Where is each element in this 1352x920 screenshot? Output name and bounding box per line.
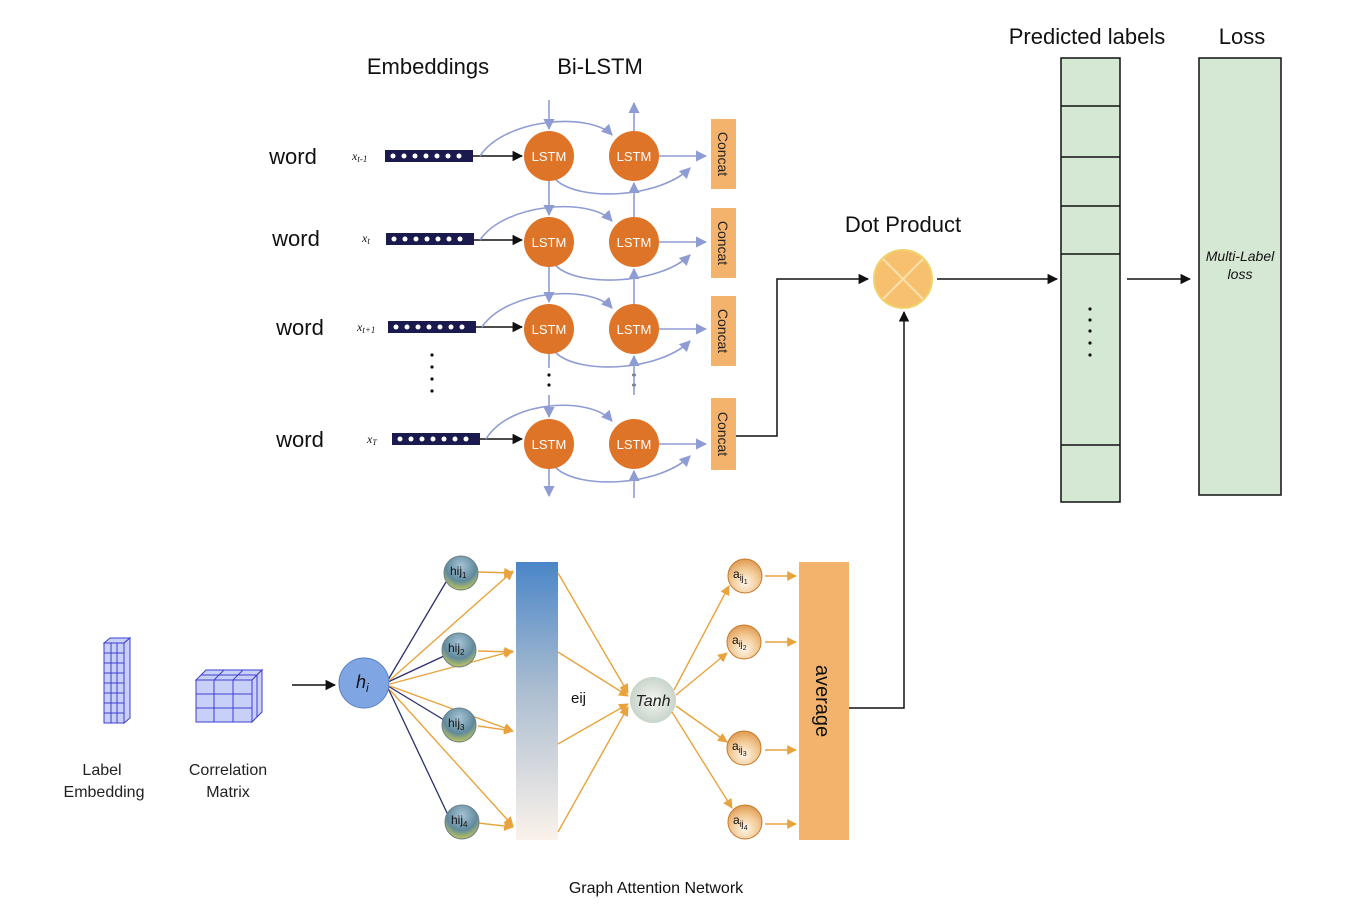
a-node-1: aij1: [727, 558, 763, 594]
bilstm-row-4: word xT LSTM LSTM Concat: [275, 398, 736, 470]
lstm-backward: [609, 304, 659, 354]
lstm-label: LSTM: [617, 149, 652, 164]
bilstm-row-3: word xt+1 LSTM LSTM Concat: [275, 296, 736, 366]
ellipsis-dots: [430, 353, 636, 393]
correlation-matrix-caption-1: Correlation: [189, 762, 267, 779]
dot-product-node: [873, 249, 933, 309]
dot-product-label: Dot Product: [845, 212, 961, 237]
concat-box: [711, 296, 736, 366]
hij-node-1: hij1: [443, 555, 479, 591]
svg-text:hij4: hij4: [451, 813, 468, 829]
tanh-label: Tanh: [636, 693, 671, 710]
embedding-vector: [386, 233, 474, 245]
lstm-label: LSTM: [532, 437, 567, 452]
label-embedding-caption-2: Embedding: [64, 784, 145, 801]
predicted-labels-header: Predicted labels: [1009, 24, 1166, 49]
bilstm-row-1: word xt-1 LSTM LSTM Concat: [268, 119, 736, 189]
svg-text:aij4: aij4: [733, 813, 748, 832]
correlation-matrix-caption-2: Matrix: [206, 784, 250, 801]
hij-node-3: hij3: [441, 707, 477, 743]
a-node-2: aij2: [726, 624, 762, 660]
concat-box: [711, 119, 736, 189]
concat-label: Concat: [715, 132, 731, 176]
lstm-connections: [479, 100, 708, 498]
label-embedding-caption-1: Label: [82, 762, 121, 779]
eij-label: eij: [571, 690, 586, 707]
x-label: xt+1: [356, 320, 375, 335]
loss-box: Multi-Label loss: [1198, 57, 1282, 496]
hij-node-2: hij2: [441, 632, 477, 668]
svg-text:hij3: hij3: [448, 716, 465, 732]
bar-to-tanh-arrows: [557, 572, 629, 833]
predicted-labels-column: [1060, 57, 1121, 503]
a-node-4: aij4: [727, 804, 763, 840]
concat-label: Concat: [715, 221, 731, 265]
concat-to-dot-arrow: [736, 273, 870, 437]
lstm-label: LSTM: [617, 235, 652, 250]
correlation-matrix-icon: [194, 668, 264, 724]
concat-label: Concat: [715, 412, 731, 456]
loss-header: Loss: [1219, 24, 1265, 49]
embedding-vector: [385, 150, 473, 162]
tanh-node: [630, 677, 676, 723]
x-label: xt-1: [351, 149, 367, 164]
embeddings-header: Embeddings: [367, 54, 489, 79]
svg-text:aij2: aij2: [732, 633, 747, 652]
tanh-to-a-arrows: [671, 585, 733, 809]
word-label: word: [275, 315, 324, 340]
lstm-label: LSTM: [532, 322, 567, 337]
word-label: word: [268, 144, 317, 169]
bilstm-header: Bi-LSTM: [557, 54, 643, 79]
x-label: xt: [361, 231, 370, 246]
lstm-label: LSTM: [532, 149, 567, 164]
hi-label: hi: [356, 672, 369, 695]
bilstm-row-2: word xt LSTM LSTM Concat: [271, 208, 736, 278]
embedding-vector: [392, 433, 480, 445]
lstm-backward: [609, 419, 659, 469]
lstm-forward: [524, 217, 574, 267]
lstm-label: LSTM: [617, 437, 652, 452]
svg-text:aij3: aij3: [732, 739, 747, 758]
svg-text:aij1: aij1: [733, 567, 748, 586]
lstm-label: LSTM: [617, 322, 652, 337]
concat-box: [711, 398, 736, 470]
attention-bar: [516, 562, 558, 840]
average-to-dot-arrow: [849, 310, 910, 709]
hi-node: [338, 657, 390, 709]
loss-label-line2: loss: [1228, 266, 1253, 282]
lstm-forward: [524, 131, 574, 181]
word-label: word: [271, 226, 320, 251]
lstm-backward: [609, 217, 659, 267]
lstm-backward: [609, 131, 659, 181]
svg-text:hij2: hij2: [448, 641, 465, 657]
concat-label: Concat: [715, 309, 731, 353]
gat-caption: Graph Attention Network: [569, 880, 744, 897]
lstm-forward: [524, 419, 574, 469]
svg-text:hij1: hij1: [450, 564, 467, 580]
average-label: average: [811, 665, 833, 737]
x-label: xT: [366, 432, 377, 447]
a-node-3: aij3: [726, 730, 762, 766]
loss-label-line1: Multi-Label: [1206, 248, 1275, 264]
a-to-average-arrows: [765, 571, 797, 829]
concat-box: [711, 208, 736, 278]
average-box: [799, 562, 849, 840]
hij-to-bar-arrows: [389, 567, 514, 831]
lstm-label: LSTM: [532, 235, 567, 250]
word-label: word: [275, 427, 324, 452]
embedding-vector: [388, 321, 476, 333]
lstm-forward: [524, 304, 574, 354]
label-embedding-icon: [102, 636, 132, 725]
hij-node-4: hij4: [444, 804, 480, 840]
hi-to-hij-lines: [387, 581, 449, 816]
